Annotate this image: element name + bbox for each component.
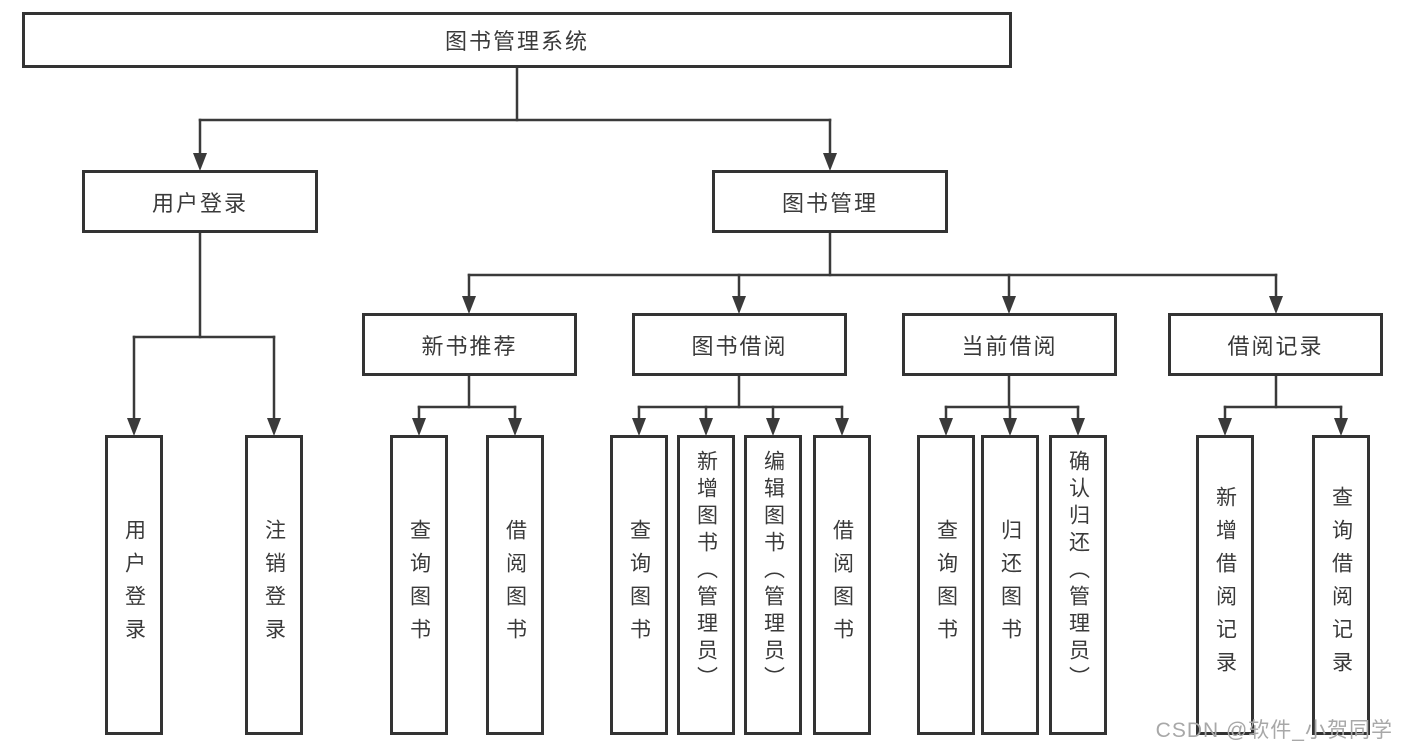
node-leaf-cb-return-book: 归还图书 xyxy=(981,435,1039,735)
node-user-login: 用户登录 xyxy=(82,170,318,233)
node-leaf-user-login: 用户登录 xyxy=(105,435,163,735)
node-leaf-bb-query-book: 查询图书 xyxy=(610,435,668,735)
node-leaf-rec-borrow-book: 借阅图书 xyxy=(486,435,544,735)
node-leaf-logout: 注销登录 xyxy=(245,435,303,735)
node-leaf-bb-edit-book-admin: 编辑图书（管理员） xyxy=(744,435,802,735)
node-book-borrow: 图书借阅 xyxy=(632,313,847,376)
node-leaf-bb-add-book-admin: 新增图书（管理员） xyxy=(677,435,735,735)
csdn-watermark: CSDN @软件_小贺同学 xyxy=(1155,719,1393,742)
connector-new-book-rec-children xyxy=(412,374,522,436)
node-leaf-bb-borrow-book: 借阅图书 xyxy=(813,435,871,735)
node-leaf-br-query-record: 查询借阅记录 xyxy=(1312,435,1370,735)
node-leaf-cb-confirm-return-admin: 确认归还（管理员） xyxy=(1049,435,1107,735)
node-borrow-record: 借阅记录 xyxy=(1168,313,1383,376)
node-current-borrow: 当前借阅 xyxy=(902,313,1117,376)
connector-book-mgmt-children xyxy=(462,231,1283,314)
connector-book-borrow-children xyxy=(632,374,849,436)
node-leaf-br-add-record: 新增借阅记录 xyxy=(1196,435,1254,735)
node-leaf-rec-query-book: 查询图书 xyxy=(390,435,448,735)
connector-current-borrow-children xyxy=(939,374,1085,436)
node-book-mgmt: 图书管理 xyxy=(712,170,948,233)
connector-borrow-record-children xyxy=(1218,374,1348,436)
connector-user-login-children xyxy=(127,231,281,436)
node-leaf-cb-query-book: 查询图书 xyxy=(917,435,975,735)
connector-root-children xyxy=(193,66,837,171)
node-root: 图书管理系统 xyxy=(22,12,1012,68)
node-new-book-rec: 新书推荐 xyxy=(362,313,577,376)
